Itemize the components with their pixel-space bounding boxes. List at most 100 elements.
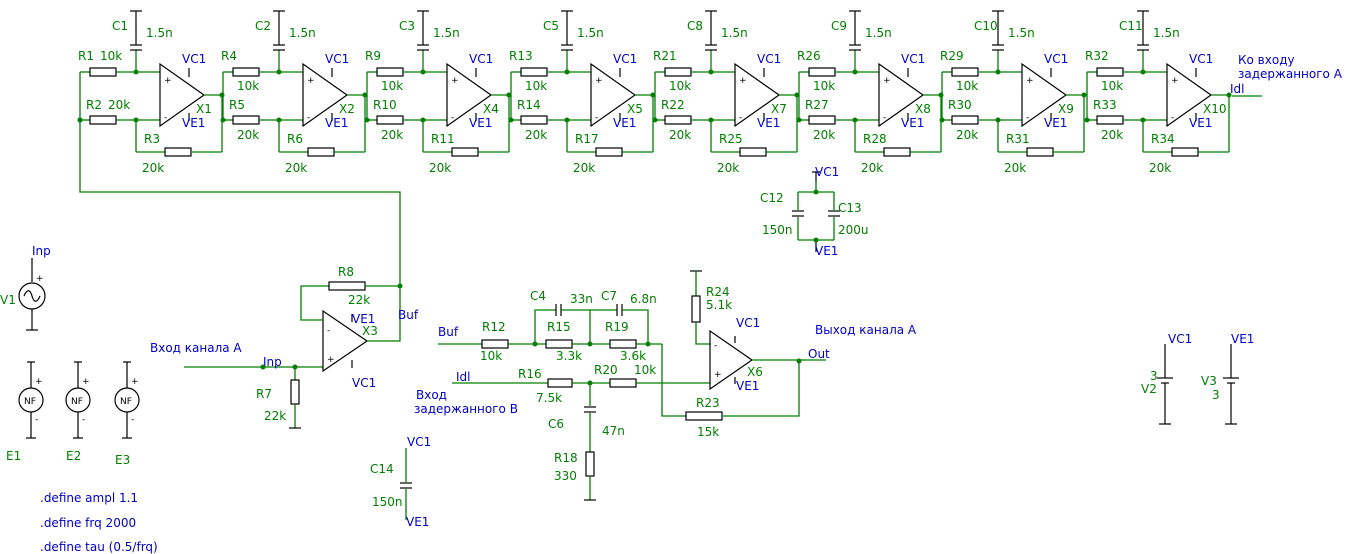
r6-resistor xyxy=(307,147,335,157)
x2-opamp xyxy=(302,62,349,128)
r21-name: R21 xyxy=(653,49,677,63)
c2-value: 1.5n xyxy=(289,26,316,40)
r33-resistor xyxy=(1096,115,1124,125)
c5-name: C5 xyxy=(543,19,559,33)
c3-name: C3 xyxy=(399,19,415,33)
r6-name: R6 xyxy=(287,132,303,146)
r21-resistor xyxy=(664,67,692,77)
x4-opamp xyxy=(446,62,493,128)
c13-value: 200u xyxy=(838,223,869,237)
c10-name: C10 xyxy=(974,19,998,33)
c12-value: 150n xyxy=(762,223,793,237)
supply-v2: VC1 3 V2 xyxy=(1141,332,1192,425)
r20-value: 10k xyxy=(634,363,656,377)
net-label-vc1-x6: VC1 xyxy=(736,316,760,330)
e3-name: E3 xyxy=(115,453,130,467)
svg-text:-: - xyxy=(327,326,330,336)
r16-value: 7.5k xyxy=(536,391,562,405)
net-label-vc1-x7: VC1 xyxy=(757,52,781,66)
r27-name: R27 xyxy=(805,98,829,112)
net-label-ve1-x6: VE1 xyxy=(736,379,759,393)
x1-name: X1 xyxy=(196,102,212,116)
svg-text:+: + xyxy=(131,377,139,387)
r18-name: R18 xyxy=(554,451,578,465)
r33-value: 20k xyxy=(1101,128,1123,142)
net-label-vc1-v2: VC1 xyxy=(1168,332,1192,346)
svg-text:+: + xyxy=(36,274,44,284)
r9-resistor xyxy=(376,67,404,77)
net-label-vc1-x3: VC1 xyxy=(352,376,376,390)
svg-text:-: - xyxy=(35,415,38,425)
r4-name: R4 xyxy=(221,49,237,63)
label-vhod-kanala-a: Вход канала А xyxy=(150,341,242,355)
r19-value: 3.6k xyxy=(620,349,646,363)
r12-value: 10k xyxy=(480,349,502,363)
label-vhod-2: задержанного В xyxy=(414,402,518,416)
net-label-ve1-x8: VE1 xyxy=(901,116,924,130)
svg-text:-: - xyxy=(883,113,886,123)
svg-text:+: + xyxy=(327,355,335,365)
r25-resistor xyxy=(739,147,767,157)
c6-name: C6 xyxy=(548,417,564,431)
svg-text:-: - xyxy=(451,113,454,123)
net-label-buf-x3: Buf xyxy=(398,308,419,322)
r22-resistor xyxy=(664,115,692,125)
c7-name: C7 xyxy=(601,289,617,303)
r13-name: R13 xyxy=(509,49,533,63)
r3-resistor xyxy=(164,147,192,157)
c5-value: 1.5n xyxy=(577,26,604,40)
net-label-ve1-x3: VE1 xyxy=(352,312,375,326)
decoupling-c12-c13: VC1 VE1 C12 150n C13 200u xyxy=(760,165,869,258)
define-frq: .define frq 2000 xyxy=(40,516,136,530)
e1-name: E1 xyxy=(6,449,21,463)
x6-name: X6 xyxy=(747,365,763,379)
r24-value: 5.1k xyxy=(706,298,732,312)
r31-name: R31 xyxy=(1006,132,1030,146)
x5-name: X5 xyxy=(627,102,643,116)
v2-value: 3 xyxy=(1150,369,1158,383)
source-e2: NF + - E2 xyxy=(65,361,91,463)
define-tau: .define tau (0.5/frq) xyxy=(40,540,158,554)
r18-value: 330 xyxy=(554,469,577,483)
v2-name: V2 xyxy=(1141,382,1157,396)
c11-value: 1.5n xyxy=(1153,26,1180,40)
c9-value: 1.5n xyxy=(865,26,892,40)
r27-resistor xyxy=(808,115,836,125)
r32-value: 10k xyxy=(1101,79,1123,93)
net-label-ve1-x9: VE1 xyxy=(1044,116,1067,130)
r30-name: R30 xyxy=(948,98,972,112)
r32-name: R32 xyxy=(1085,49,1109,63)
v3-value: 3 xyxy=(1212,388,1220,402)
r4-resistor xyxy=(232,67,260,77)
net-label-vc1-c12: VC1 xyxy=(815,165,839,179)
svg-text:-: - xyxy=(307,113,310,123)
x3-name: X3 xyxy=(362,324,378,338)
r14-resistor xyxy=(520,115,548,125)
net-label-ve1-c12: VE1 xyxy=(815,244,838,258)
x8-opamp xyxy=(878,62,925,128)
r28-name: R28 xyxy=(863,132,887,146)
r27-value: 20k xyxy=(813,128,835,142)
r11-resistor xyxy=(451,147,479,157)
c1-value: 1.5n xyxy=(146,26,173,40)
r19-name: R19 xyxy=(605,320,629,334)
r13-resistor xyxy=(520,67,548,77)
label-ko-vhodu-2: задержанного А xyxy=(1238,67,1343,81)
e1-nf: NF xyxy=(24,397,36,407)
net-label-ve1-c14: VE1 xyxy=(406,515,429,529)
r24-name: R24 xyxy=(706,285,730,299)
svg-text:-: - xyxy=(131,415,134,425)
net-label-vc1-x10: VC1 xyxy=(1189,52,1213,66)
define-ampl: .define ampl 1.1 xyxy=(40,491,138,505)
net-label-out: Out xyxy=(808,347,830,361)
c14-name: C14 xyxy=(370,462,394,476)
net-label-idl-chain: Idl xyxy=(1230,82,1245,96)
v1-name: V1 xyxy=(0,293,16,307)
r30-resistor xyxy=(951,115,979,125)
x2-name: X2 xyxy=(339,102,355,116)
r5-name: R5 xyxy=(229,98,245,112)
c11-name: C11 xyxy=(1119,19,1143,33)
c3-value: 1.5n xyxy=(433,26,460,40)
net-label-idl-in: Idl xyxy=(456,370,471,384)
